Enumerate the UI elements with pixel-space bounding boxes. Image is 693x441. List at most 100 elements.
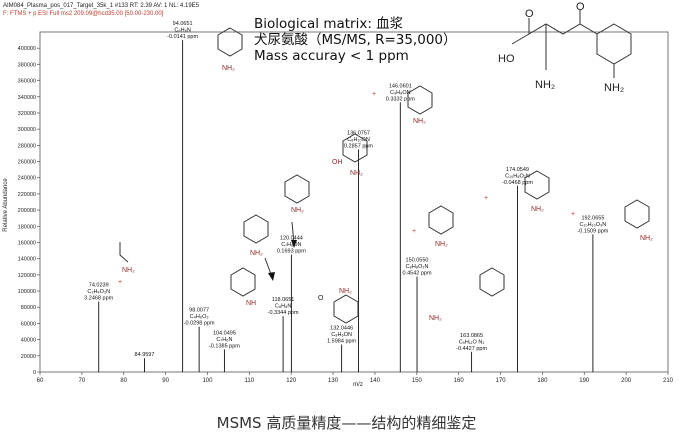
fragment-132-structure bbox=[333, 294, 359, 324]
peak-label: 104.0495 bbox=[213, 330, 236, 336]
peak-label: 118.0651 bbox=[272, 297, 295, 303]
fragment-146-structure bbox=[407, 85, 433, 115]
peak-label: -0.1509 ppm bbox=[577, 228, 608, 234]
peak-label: 98.0077 bbox=[189, 308, 209, 314]
peak-label: -0.1385 ppm bbox=[209, 343, 240, 349]
x-tick-label: 180 bbox=[537, 378, 548, 384]
y-tick-label: 0 bbox=[33, 370, 36, 376]
y-tick-label: 360000 bbox=[18, 79, 36, 85]
info-line-analyte: 犬尿氨酸（MS/MS, R=35,000） bbox=[254, 32, 457, 48]
x-tick-label: 120 bbox=[286, 378, 297, 384]
y-tick-label: 40000 bbox=[21, 338, 36, 344]
y-tick-label: 260000 bbox=[18, 160, 36, 166]
peak-label: 174.0549 bbox=[506, 167, 529, 173]
peak-label: -0.3344 ppm bbox=[268, 310, 299, 316]
fragment-192-nh2-label: NH₂ bbox=[640, 235, 653, 242]
x-tick-label: 140 bbox=[370, 378, 381, 384]
kynurenine-acid-o-label: O bbox=[525, 8, 534, 20]
fragment-174-structure bbox=[524, 170, 550, 200]
fragment-146-plus-label: + bbox=[372, 91, 376, 98]
y-tick-label: 400000 bbox=[18, 46, 36, 52]
fragment-163-nh2-label: NH₂ bbox=[429, 315, 442, 322]
fragment-150-structure bbox=[428, 205, 454, 235]
peak-label: C₈H₈O₂N bbox=[406, 264, 429, 270]
fragment-150-nh2-label: NH₂ bbox=[435, 241, 448, 248]
fragment-163-structure bbox=[479, 267, 505, 297]
y-tick-label: 340000 bbox=[18, 95, 36, 101]
scan-filter-line: F: FTMS + p ESI Full ms2 209.09@hcd35.00… bbox=[3, 11, 164, 17]
peak-label: 136.0757 bbox=[347, 130, 370, 136]
fragment-120-nh2-label: NH₂ bbox=[291, 207, 304, 214]
y-tick-label: 220000 bbox=[18, 192, 36, 198]
fragment-104-nh-label: NH bbox=[246, 300, 256, 307]
x-tick-label: 190 bbox=[579, 378, 590, 384]
y-tick-label: 320000 bbox=[18, 111, 36, 117]
x-tick-label: 90 bbox=[162, 378, 169, 384]
y-tick-label: 140000 bbox=[18, 257, 36, 263]
fragment-132-nh2-label: NH₂ bbox=[339, 288, 352, 295]
y-tick-label: 300000 bbox=[18, 127, 36, 133]
fragment-146-nh2-label: NH₂ bbox=[413, 118, 426, 125]
fragment-136-nh2-label: NH₂ bbox=[350, 170, 363, 177]
y-tick-label: 60000 bbox=[21, 321, 36, 327]
x-tick-label: 60 bbox=[37, 378, 44, 384]
peak-label: 1.5984 ppm bbox=[327, 338, 356, 344]
peak-label: 0.3332 ppm bbox=[386, 96, 415, 102]
peak-label: C₇H₆ON bbox=[281, 242, 301, 248]
fragment-74-nh2-label: NH₂ bbox=[122, 267, 135, 274]
plot-frame bbox=[39, 31, 669, 373]
y-tick-label: 100000 bbox=[18, 289, 36, 295]
x-tick-label: 70 bbox=[79, 378, 86, 384]
fragment-136-oh2-label: OH bbox=[332, 159, 343, 166]
peak-label: C₆H₈N bbox=[174, 28, 190, 34]
scan-header: AIM084_Plasma_pos_017_Target_35k_1 #133 … bbox=[3, 3, 200, 9]
fragment-94-structure bbox=[217, 27, 243, 57]
peak-label: 3.2468 ppm bbox=[84, 296, 113, 302]
fragment-74-plus-label: + bbox=[118, 279, 122, 286]
peak-label: -0.0298 ppm bbox=[184, 321, 215, 327]
peak-label: C₈H₈N bbox=[275, 304, 292, 310]
x-tick-label: 130 bbox=[328, 378, 339, 384]
peak-label: 0.2857 ppm bbox=[344, 143, 373, 149]
peak-label: 146.0601 bbox=[389, 83, 412, 89]
y-tick-label: 280000 bbox=[18, 143, 36, 149]
peak-label: 192.0655 bbox=[581, 215, 604, 221]
structure-drawings bbox=[119, 10, 650, 324]
peak-label: C₂H₄O₂N bbox=[87, 289, 110, 295]
fragment-74-structure bbox=[119, 242, 129, 263]
arrow-120-head bbox=[291, 240, 297, 248]
peak-label: C₁₀H₈O₂N bbox=[505, 173, 530, 179]
x-tick-label: 160 bbox=[454, 378, 465, 384]
figure-caption: MSMS 高质量精度——结构的精细鉴定 bbox=[216, 414, 477, 432]
peak-label: 0.4542 ppm bbox=[402, 270, 431, 276]
x-tick-label: 200 bbox=[621, 378, 632, 384]
peak-label: 94.0651 bbox=[173, 21, 193, 27]
peak-label: C₁₀H₁₀O₃N bbox=[580, 222, 607, 228]
peak-label: C₈H₆ON bbox=[331, 332, 352, 338]
info-line-matrix: Biological matrix: 血浆 bbox=[254, 16, 404, 32]
x-tick-label: 110 bbox=[245, 378, 255, 384]
peak-label: C₉H₈ON bbox=[390, 90, 411, 96]
peak-label: 84.9597 bbox=[135, 352, 155, 358]
fragment-192-structure bbox=[624, 199, 650, 229]
peak-label: 74.0239 bbox=[89, 283, 109, 289]
peak-label: 0.1693 ppm bbox=[277, 249, 306, 255]
fragment-174-plus-label: + bbox=[484, 195, 488, 202]
peak-label: 163.0865 bbox=[460, 333, 483, 339]
peak-label: C₉H₁₁O N₂ bbox=[459, 339, 485, 345]
peak-label: C₇H₆N bbox=[216, 337, 232, 343]
peak-label: 150.0550 bbox=[406, 257, 429, 263]
y-axis-label: Relative Abundance bbox=[3, 178, 9, 232]
fragment-174-nh2-label: NH₂ bbox=[531, 206, 544, 213]
fragment-120-structure bbox=[284, 174, 310, 204]
fragment-94-nh2-label: NH₂ bbox=[222, 65, 235, 72]
kynurenine-ring bbox=[596, 23, 632, 65]
spectrum-peaks bbox=[98, 40, 594, 372]
kynurenine-ketone-o-label: O bbox=[576, 1, 585, 13]
fragment-150-plus-label: + bbox=[412, 228, 416, 235]
fragment-104-structure bbox=[230, 267, 256, 297]
y-tick-label: 120000 bbox=[18, 273, 36, 279]
